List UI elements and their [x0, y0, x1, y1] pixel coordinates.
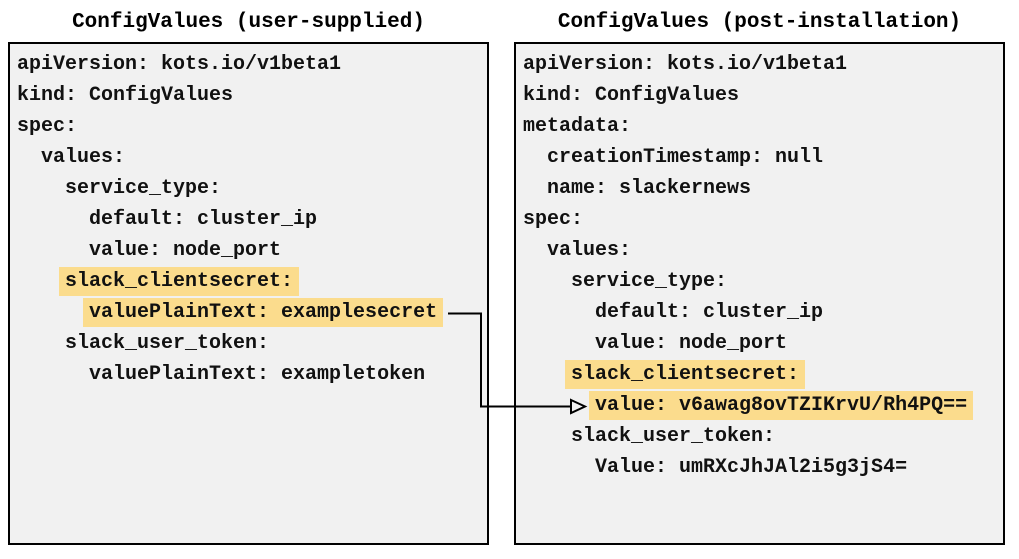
yaml-line: service_type: [17, 173, 487, 204]
highlighted-yaml-text: slack_clientsecret: [59, 267, 300, 296]
yaml-line: values: [523, 235, 1003, 266]
yaml-text: creationTimestamp: null [547, 146, 824, 169]
yaml-line: service_type: [523, 266, 1003, 297]
highlighted-yaml-text: slack_clientsecret: [565, 360, 806, 389]
yaml-text: service_type: [571, 270, 728, 293]
yaml-text: apiVersion: kots.io/v1beta1 [523, 53, 848, 76]
yaml-text: value: node_port [89, 239, 282, 262]
yaml-text: Value: umRXcJhJAl2i5g3jS4= [595, 456, 908, 479]
highlighted-yaml-text: value: v6awag8ovTZIKrvU/Rh4PQ== [589, 391, 974, 420]
left-panel-title: ConfigValues (user-supplied) [72, 11, 425, 34]
yaml-text: default: cluster_ip [89, 208, 318, 231]
yaml-line: kind: ConfigValues [523, 80, 1003, 111]
yaml-text: metadata: [523, 115, 632, 138]
yaml-line-highlighted: slack_clientsecret: [523, 359, 1003, 390]
yaml-line: spec: [523, 204, 1003, 235]
yaml-text: name: slackernews [547, 177, 752, 200]
yaml-text: default: cluster_ip [595, 301, 824, 324]
yaml-line: value: node_port [17, 235, 487, 266]
yaml-line: valuePlainText: exampletoken [17, 359, 487, 390]
yaml-line: metadata: [523, 111, 1003, 142]
yaml-line: slack_user_token: [17, 328, 487, 359]
yaml-text: service_type: [65, 177, 222, 200]
yaml-line: creationTimestamp: null [523, 142, 1003, 173]
yaml-line: apiVersion: kots.io/v1beta1 [523, 49, 1003, 80]
yaml-text: valuePlainText: exampletoken [89, 363, 426, 386]
yaml-text: kind: ConfigValues [17, 84, 234, 107]
yaml-line: name: slackernews [523, 173, 1003, 204]
yaml-line: Value: umRXcJhJAl2i5g3jS4= [523, 452, 1003, 483]
right-panel-title: ConfigValues (post-installation) [557, 11, 962, 34]
yaml-text: value: node_port [595, 332, 788, 355]
yaml-line-highlighted: slack_clientsecret: [17, 266, 487, 297]
config-values-post-installation-panel: apiVersion: kots.io/v1beta1 kind: Config… [514, 42, 1005, 545]
yaml-line: value: node_port [523, 328, 1003, 359]
yaml-line: default: cluster_ip [17, 204, 487, 235]
yaml-text: spec: [523, 208, 584, 231]
yaml-text: slack_user_token: [571, 425, 776, 448]
yaml-text: values: [547, 239, 632, 262]
yaml-line: slack_user_token: [523, 421, 1003, 452]
config-values-user-supplied-panel: apiVersion: kots.io/v1beta1 kind: Config… [8, 42, 489, 545]
yaml-line: apiVersion: kots.io/v1beta1 [17, 49, 487, 80]
yaml-line: kind: ConfigValues [17, 80, 487, 111]
yaml-text: values: [41, 146, 126, 169]
yaml-line: spec: [17, 111, 487, 142]
yaml-line-highlighted: valuePlainText: examplesecret [17, 297, 487, 328]
yaml-text: spec: [17, 115, 78, 138]
yaml-text: kind: ConfigValues [523, 84, 740, 107]
yaml-line: values: [17, 142, 487, 173]
yaml-line-highlighted: value: v6awag8ovTZIKrvU/Rh4PQ== [523, 390, 1003, 421]
yaml-line: default: cluster_ip [523, 297, 1003, 328]
highlighted-yaml-text: valuePlainText: examplesecret [83, 298, 444, 327]
yaml-text: slack_user_token: [65, 332, 270, 355]
yaml-text: apiVersion: kots.io/v1beta1 [17, 53, 342, 76]
